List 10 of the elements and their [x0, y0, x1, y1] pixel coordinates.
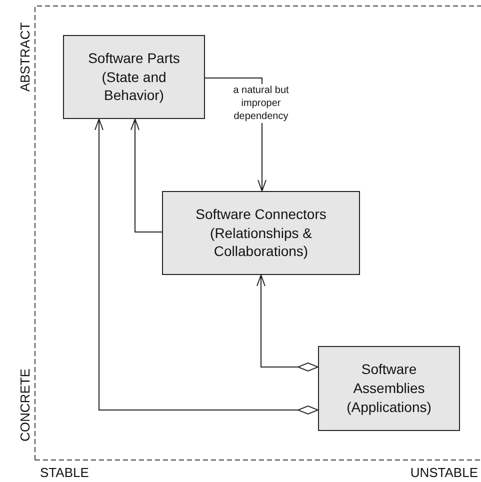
arrow: [130, 118, 162, 232]
axis-label: ABSTRACT: [18, 22, 32, 92]
arrow: [94, 118, 318, 414]
arrow: [256, 274, 318, 372]
axis-label: UNSTABLE: [410, 465, 478, 480]
axis-label: CONCRETE: [18, 368, 32, 442]
component-box: Software Parts (State and Behavior): [63, 35, 205, 119]
component-box: Software Connectors (Relationships & Collaborations): [162, 191, 360, 275]
component-box: Software Assemblies (Applications): [318, 346, 460, 431]
axis-label: STABLE: [40, 465, 89, 480]
